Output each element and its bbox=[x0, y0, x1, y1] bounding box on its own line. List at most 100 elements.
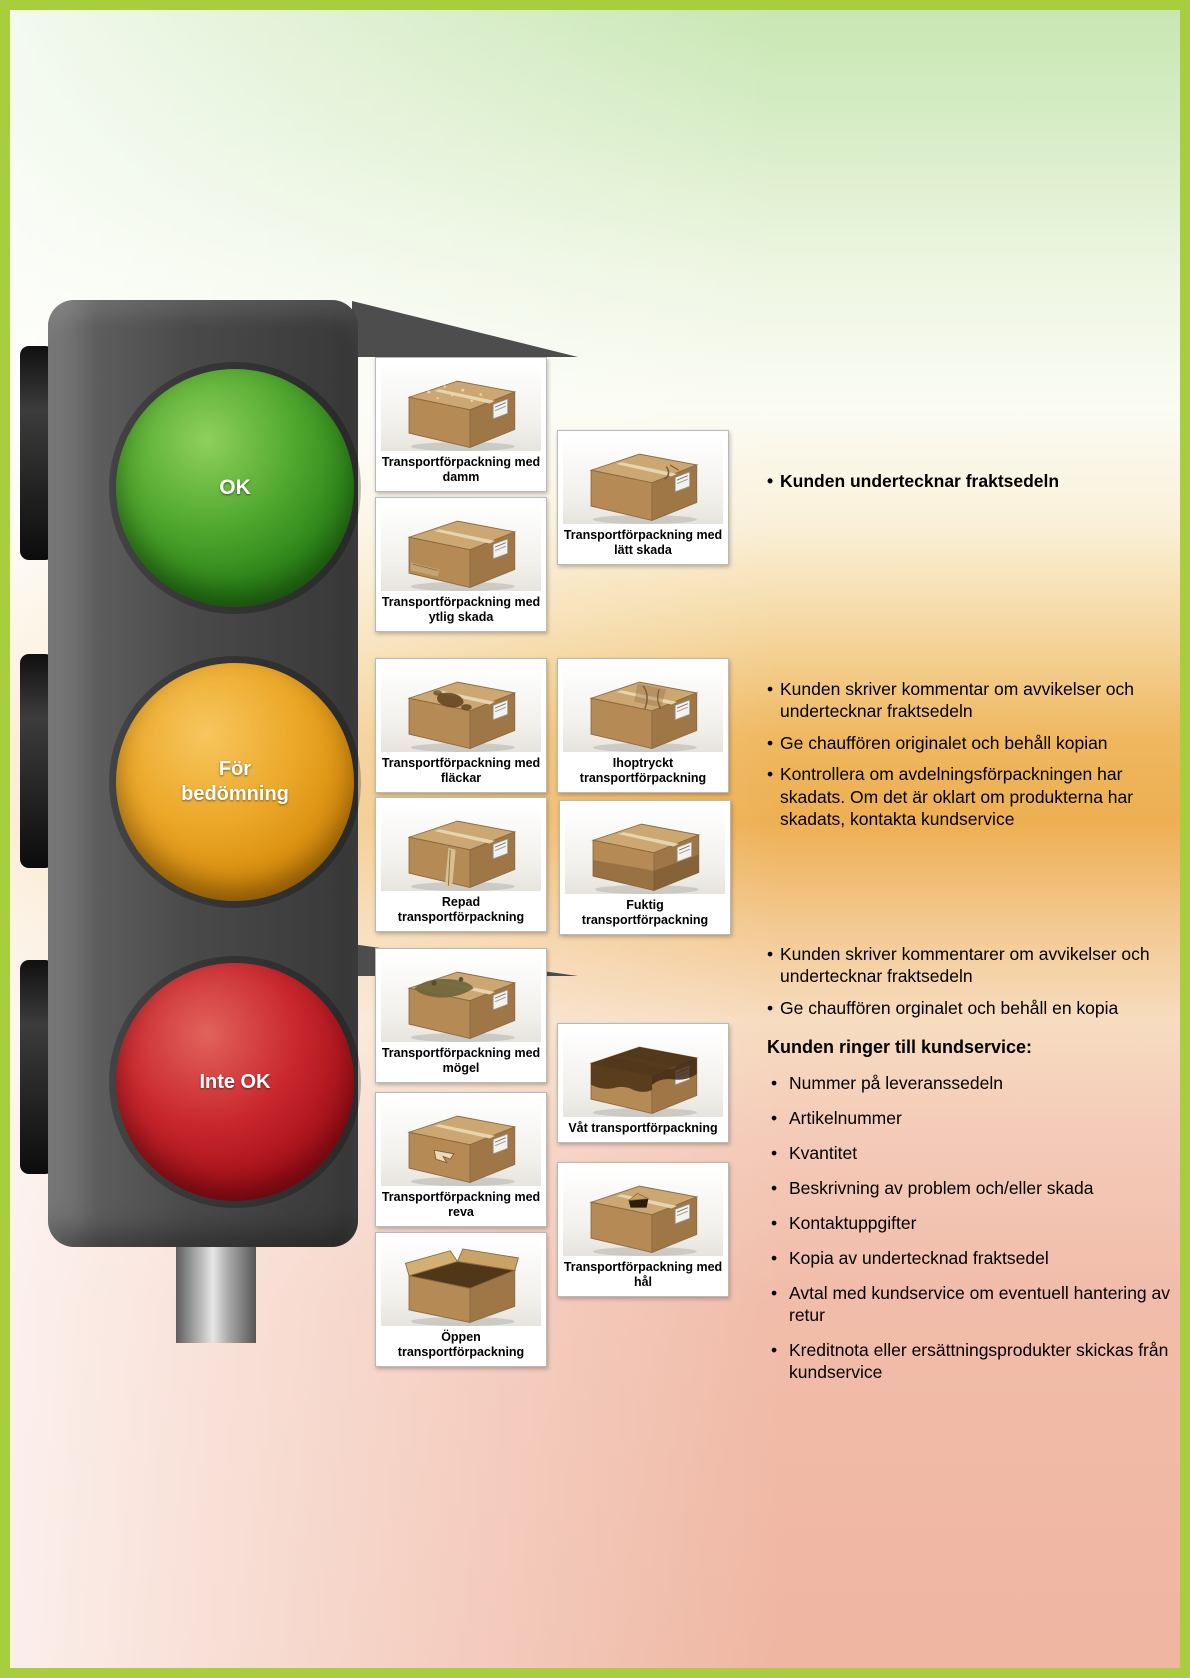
traffic-light-pole bbox=[176, 1247, 256, 1343]
traffic-light: OK För bedömning Inte OK bbox=[48, 300, 358, 1247]
box-illustration bbox=[408, 820, 516, 891]
box-illustration bbox=[408, 1115, 516, 1186]
bullet: • bbox=[771, 1247, 778, 1268]
note-item: • Ge chauffören originalet och behåll ko… bbox=[767, 732, 1167, 754]
note-item: • Avtal med kundservice om eventuell han… bbox=[767, 1282, 1179, 1327]
package-caption: Transportförpackning med fläckar bbox=[381, 756, 541, 785]
box-scratched-icon bbox=[381, 803, 541, 891]
red-light: Inte OK bbox=[116, 963, 354, 1201]
box-illustration bbox=[590, 681, 698, 752]
package-caption: Öppen transportförpackning bbox=[397, 1330, 525, 1359]
package-caption: Transportförpackning med hål bbox=[563, 1260, 723, 1289]
note-text: Kunden undertecknar fraktsedeln bbox=[780, 471, 1060, 491]
package-caption: Transportförpackning med ytlig skada bbox=[381, 595, 541, 624]
bullet: • bbox=[767, 679, 774, 699]
box-compressed-icon bbox=[563, 664, 723, 752]
package-caption: Repad transportförpackning bbox=[397, 895, 525, 924]
note-text: Ge chauffören originalet och behåll kopi… bbox=[780, 732, 1108, 753]
bullet: • bbox=[767, 944, 774, 964]
box-illustration bbox=[405, 1248, 519, 1326]
package-card-open: Öppen transportförpackning bbox=[375, 1232, 547, 1367]
note-item: • Kunden skriver kommentar om avvikelser… bbox=[767, 678, 1167, 723]
scratch-overlay bbox=[444, 848, 456, 888]
package-caption: Fuktig transportförpackning bbox=[581, 898, 709, 927]
note-item: • Kunden undertecknar fraktsedeln bbox=[767, 470, 1167, 492]
note-item: • Kunden skriver kommentarer om avvikels… bbox=[767, 943, 1179, 988]
note-text: Kunden skriver kommentarer om avvikelser… bbox=[780, 944, 1150, 987]
note-text: Kunden skriver kommentar om avvikelser o… bbox=[780, 679, 1135, 722]
amber-light-label: För bedömning bbox=[181, 758, 289, 805]
box-illustration bbox=[408, 380, 516, 451]
box-with-dust-icon bbox=[381, 363, 541, 451]
package-card-compressed: Ihoptryckt transportförpackning bbox=[557, 658, 729, 793]
bullet: • bbox=[771, 1212, 778, 1233]
bullet: • bbox=[767, 764, 774, 785]
note-text: Beskrivning av problem och/eller skada bbox=[789, 1177, 1094, 1198]
assessment-section-notes: • Kunden skriver kommentar om avvikelser… bbox=[767, 678, 1167, 839]
dust-overlay bbox=[427, 385, 482, 402]
note-item: • Artikelnummer bbox=[767, 1107, 1179, 1129]
box-with-stains-icon bbox=[381, 664, 541, 752]
note-text: Artikelnummer bbox=[789, 1108, 902, 1129]
call-customer-service-heading: Kunden ringer till kundservice: bbox=[767, 1037, 1033, 1058]
package-card-damp: Fuktig transportförpackning bbox=[559, 800, 731, 935]
note-item: • Nummer på leveranssedeln bbox=[767, 1072, 1179, 1094]
mold-overlay bbox=[414, 977, 474, 998]
package-caption: Transportförpackning med damm bbox=[381, 455, 541, 484]
stains-overlay bbox=[433, 690, 472, 711]
box-with-mold-icon bbox=[381, 954, 541, 1042]
note-text: Avtal med kundservice om eventuell hante… bbox=[789, 1282, 1171, 1325]
package-caption: Ihoptryckt transportförpackning bbox=[579, 756, 707, 785]
tear-overlay bbox=[433, 1149, 455, 1164]
box-illustration bbox=[408, 971, 516, 1042]
box-illustration bbox=[590, 1046, 698, 1117]
box-with-light-damage-icon bbox=[563, 436, 723, 524]
box-illustration bbox=[408, 681, 516, 752]
package-card-stains: Transportförpackning med fläckar bbox=[375, 658, 547, 793]
green-light-label: OK bbox=[219, 475, 251, 499]
package-card-surface-damage: Transportförpackning med ytlig skada bbox=[375, 497, 547, 632]
package-caption: Transportförpackning med lätt skada bbox=[563, 528, 723, 557]
box-with-surface-damage-icon bbox=[381, 503, 541, 591]
note-item: • Kreditnota eller ersättningsprodukter … bbox=[767, 1339, 1179, 1384]
surface-damage-overlay bbox=[410, 562, 440, 577]
bullet: • bbox=[771, 1108, 778, 1129]
bullet: • bbox=[767, 471, 774, 491]
bullet: • bbox=[771, 1339, 778, 1360]
red-light-label: Inte OK bbox=[199, 1070, 271, 1093]
note-text: Kvantitet bbox=[789, 1142, 858, 1163]
package-card-hole: Transportförpackning med hål bbox=[557, 1162, 729, 1297]
note-text: Kontaktuppgifter bbox=[789, 1212, 917, 1233]
note-text: Ge chauffören orginalet och behåll en ko… bbox=[780, 997, 1119, 1018]
bullet: • bbox=[771, 1073, 778, 1094]
note-text: Kontrollera om avdelningsförpackningen h… bbox=[780, 764, 1134, 829]
box-with-tear-icon bbox=[381, 1098, 541, 1186]
package-caption: Transportförpackning med reva bbox=[381, 1190, 541, 1219]
wet-overlay bbox=[591, 1047, 697, 1092]
compressed-overlay bbox=[634, 683, 667, 710]
light-damage-overlay bbox=[663, 464, 680, 480]
package-card-dust: Transportförpackning med damm bbox=[375, 357, 547, 492]
bullet: • bbox=[767, 997, 774, 1018]
box-illustration bbox=[592, 823, 700, 894]
package-card-light-damage: Transportförpackning med lätt skada bbox=[557, 430, 729, 565]
box-illustration bbox=[408, 520, 516, 591]
note-text: Kopia av undertecknad fraktsedel bbox=[789, 1247, 1049, 1268]
green-light: OK bbox=[116, 369, 354, 607]
damp-overlay bbox=[593, 854, 699, 891]
note-item: • Ge chauffören orginalet och behåll en … bbox=[767, 997, 1179, 1019]
box-wet-icon bbox=[563, 1029, 723, 1117]
package-card-mold: Transportförpackning med mögel bbox=[375, 948, 547, 1083]
box-damp-icon bbox=[565, 806, 725, 894]
package-caption: Transportförpackning med mögel bbox=[381, 1046, 541, 1075]
package-card-scratched: Repad transportförpackning bbox=[375, 797, 547, 932]
hole-overlay bbox=[627, 1192, 650, 1208]
amber-light: För bedömning bbox=[116, 663, 354, 901]
bullet: • bbox=[767, 732, 774, 753]
note-item: • Kontrollera om avdelningsförpackningen… bbox=[767, 763, 1167, 830]
note-item: • Kvantitet bbox=[767, 1142, 1179, 1164]
box-open-icon bbox=[381, 1238, 541, 1326]
package-caption: Våt transportförpackning bbox=[568, 1121, 718, 1135]
housing-shadow-top bbox=[352, 301, 578, 357]
package-card-tear: Transportförpackning med reva bbox=[375, 1092, 547, 1227]
